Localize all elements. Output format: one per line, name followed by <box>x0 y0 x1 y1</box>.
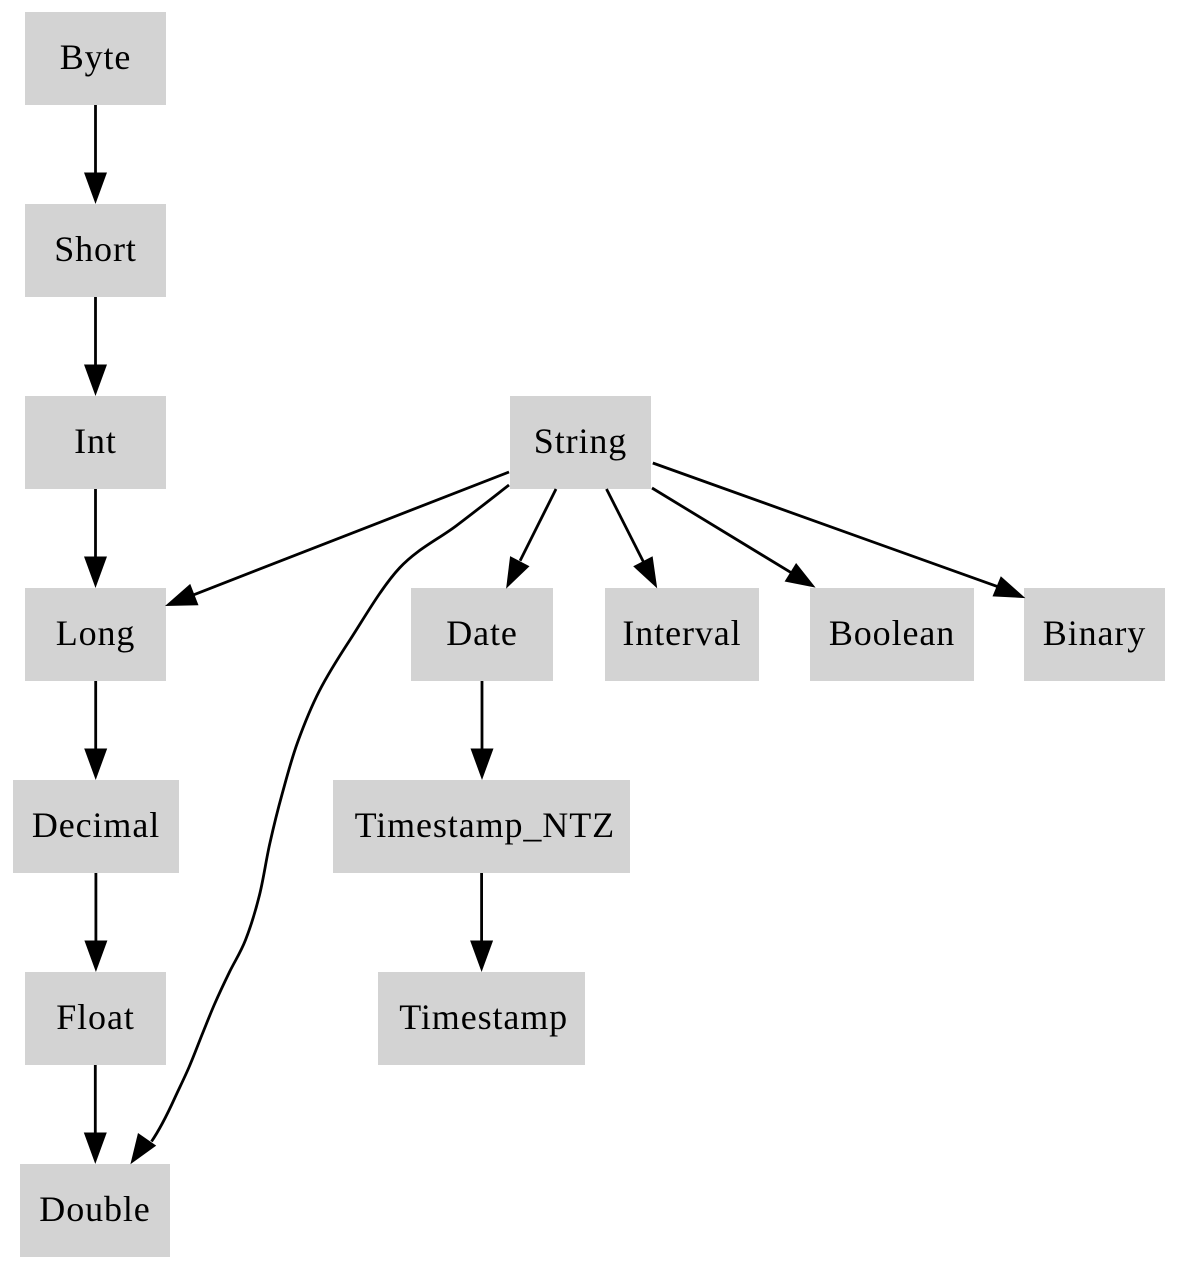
svg-text:Decimal: Decimal <box>32 805 160 845</box>
svg-text:Timestamp_NTZ: Timestamp_NTZ <box>355 805 615 845</box>
svg-text:Boolean: Boolean <box>829 613 955 653</box>
svg-text:Int: Int <box>74 421 117 461</box>
svg-text:Byte: Byte <box>60 37 132 77</box>
svg-text:Timestamp: Timestamp <box>399 997 568 1037</box>
svg-text:Float: Float <box>56 997 135 1037</box>
svg-text:String: String <box>534 421 627 461</box>
svg-text:Double: Double <box>39 1189 150 1229</box>
svg-text:Interval: Interval <box>622 613 741 653</box>
svg-text:Binary: Binary <box>1043 613 1146 653</box>
svg-text:Date: Date <box>446 613 518 653</box>
svg-text:Long: Long <box>56 613 136 653</box>
svg-text:Short: Short <box>54 229 137 269</box>
